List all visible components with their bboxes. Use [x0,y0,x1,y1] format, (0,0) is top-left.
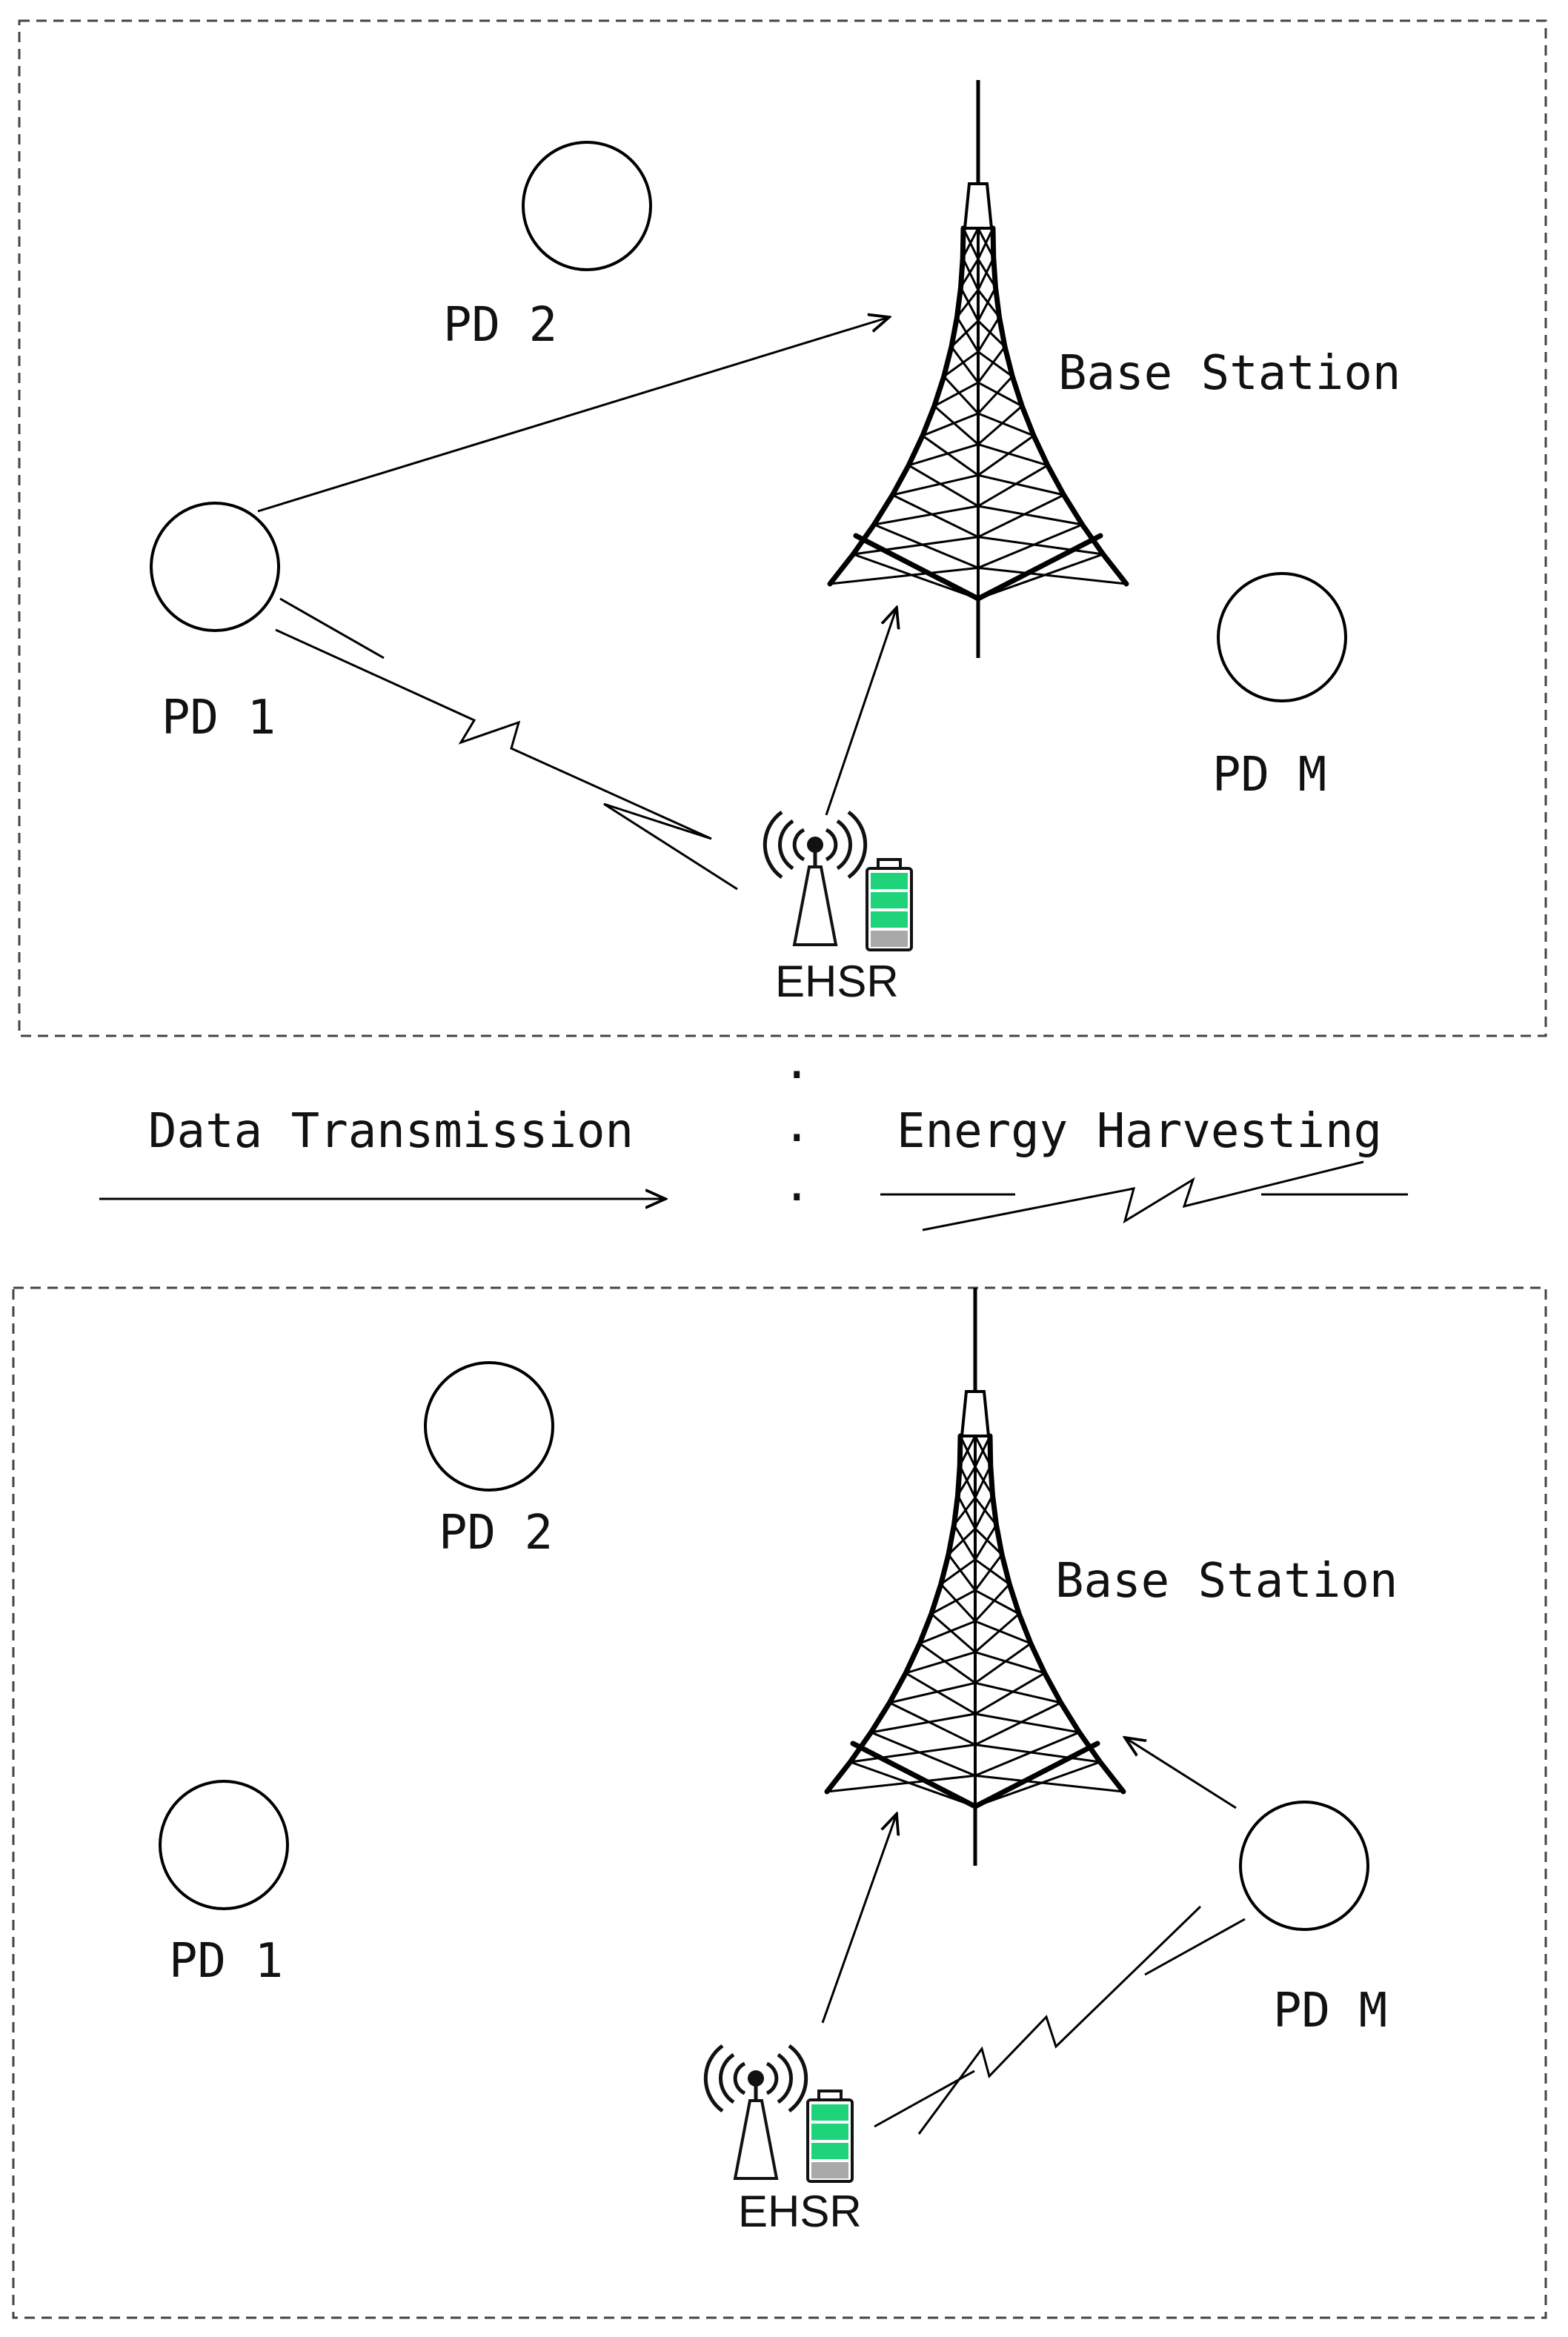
bottom-base-station-label: Base Station [1055,1554,1398,1609]
bottom-pdm-to-bs-arrow-icon [1125,1738,1237,1809]
top-pd1-node [150,502,280,632]
bottom-panel-frame [12,1286,1547,2319]
top-base-station-label: Base Station [1058,346,1401,401]
bottom-ehsr-label: EHSR [738,2187,862,2236]
top-pd2-label: PD 2 [443,298,557,353]
legend-energy-harvesting-lightning-icon [880,1160,1408,1231]
legend-dot-3: . [783,1157,811,1212]
bottom-ehsr-antenna-icon [705,2046,805,2178]
top-pdm-label: PD M [1212,748,1326,802]
legend-energy-harvesting-label: Energy Harvesting [897,1104,1382,1159]
legend-data-transmission-label: Data Transmission [148,1104,634,1159]
bottom-pd2-label: PD 2 [439,1506,553,1560]
legend-dot-1: . [783,1035,811,1090]
top-panel-frame [18,19,1547,1037]
top-pd1-label: PD 1 [162,691,276,745]
top-pdm-node [1217,572,1347,702]
top-base-station-tower-icon [827,80,1129,658]
bottom-pdm-label: PD M [1273,1984,1387,2038]
top-ehsr-label: EHSR [775,957,899,1006]
top-ehsr-to-bs-arrow-icon [825,608,897,816]
bottom-ehsr-battery-icon [806,2090,854,2183]
bottom-base-station-tower-icon [824,1288,1126,1866]
top-energy-harvesting-lightning-icon [275,597,738,891]
top-pd1-to-bs-arrow-icon [257,317,889,513]
top-ehsr-battery-icon [866,858,913,951]
bottom-pd1-node [159,1780,289,1910]
top-pd2-node [522,141,652,271]
bottom-pd2-node [424,1361,554,1492]
bottom-pd1-label: PD 1 [169,1934,283,1989]
bottom-ehsr-to-bs-arrow-icon [821,1814,897,2024]
bottom-pdm-node [1239,1801,1369,1931]
legend-dot-2: . [783,1098,811,1153]
bottom-energy-harvesting-lightning-icon [874,1905,1246,2135]
top-ehsr-antenna-icon [765,812,865,945]
